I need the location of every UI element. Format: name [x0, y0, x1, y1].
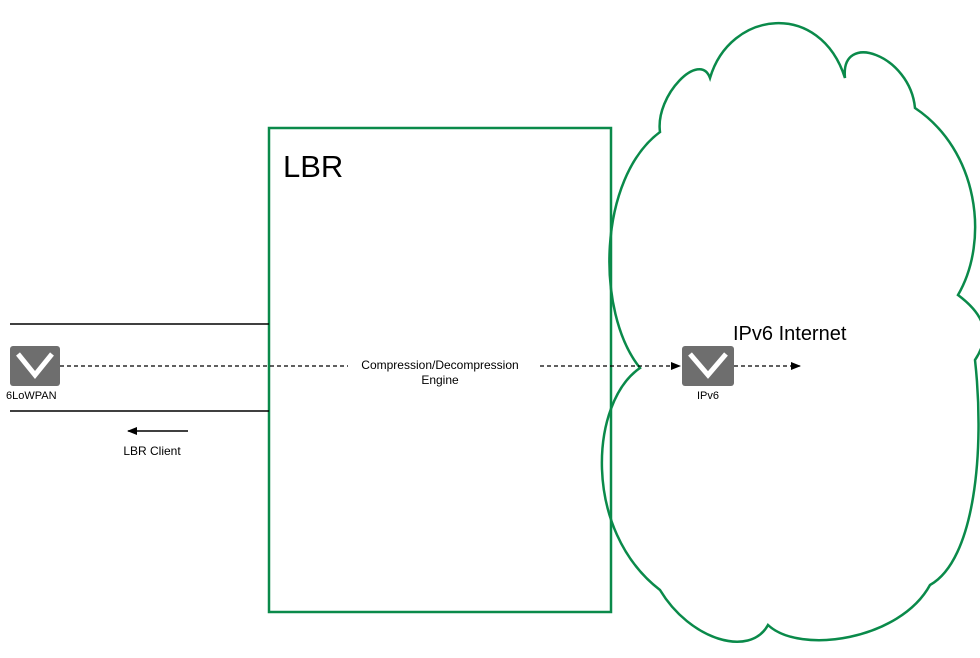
lbr-title: LBR [283, 149, 343, 184]
lbr-client-label: LBR Client [123, 444, 181, 458]
ipv6-internet-label: IPv6 Internet [733, 323, 847, 345]
lbr-box [267, 126, 613, 614]
6lowpan-label: 6LoWPAN [6, 390, 57, 402]
envelope-icon [10, 346, 60, 386]
ipv6-label: IPv6 [697, 390, 719, 402]
envelope-icon [682, 346, 734, 386]
engine-label-line2: Engine [421, 373, 459, 387]
engine-label-line1: Compression/Decompression [361, 358, 518, 372]
ipv6-internet-cloud [600, 22, 980, 643]
